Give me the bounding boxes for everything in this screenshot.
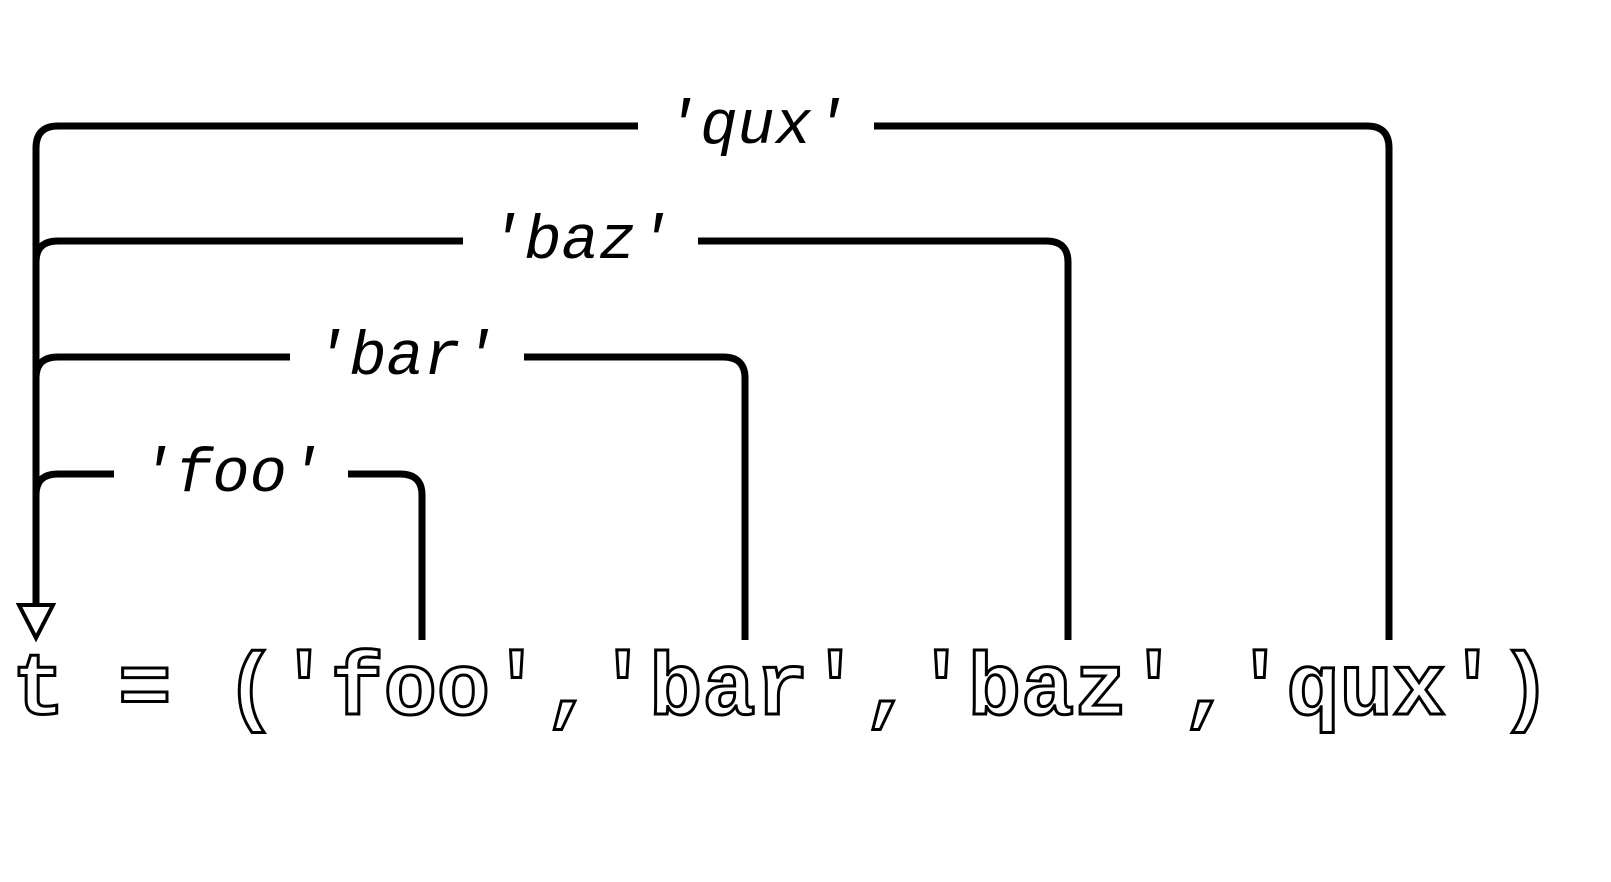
connector-foo bbox=[32, 470, 426, 640]
connector-baz bbox=[32, 237, 1072, 640]
code-line: t = ('foo','bar','baz','qux') bbox=[12, 642, 1552, 741]
label-bar: 'bar' bbox=[312, 322, 498, 393]
label-foo: 'foo' bbox=[138, 439, 324, 510]
label-qux: 'qux' bbox=[663, 91, 849, 162]
connector-qux bbox=[32, 122, 1393, 640]
arrowhead-icon bbox=[15, 603, 57, 643]
connector-bar bbox=[32, 353, 749, 640]
label-baz: 'baz' bbox=[487, 206, 673, 277]
